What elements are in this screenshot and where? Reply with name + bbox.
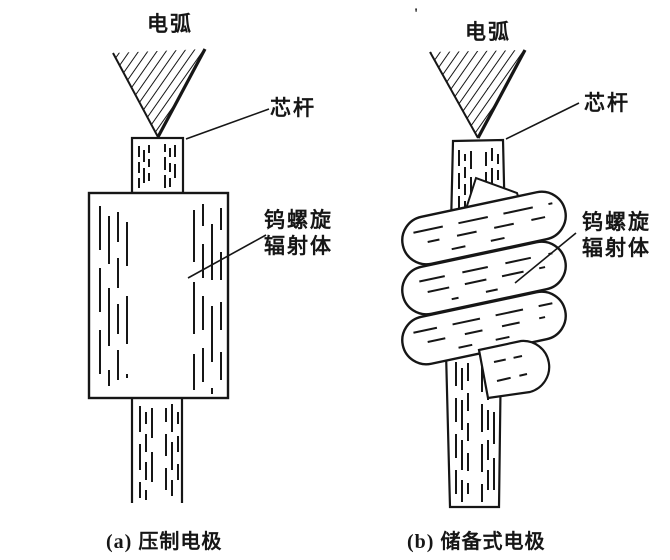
- caption-b: (b) 储备式电极: [407, 531, 546, 553]
- core-rod-leader-a: [185, 108, 270, 140]
- arc-right-edge-a: [156, 48, 207, 138]
- radiator-label-a-line2: 辐射体: [264, 234, 333, 258]
- radiator-leader-a: [187, 234, 267, 279]
- figure-a-drawing: [87, 48, 270, 503]
- arc-triangle-b: [430, 50, 525, 138]
- caption-a: (a) 压制电极: [106, 531, 223, 553]
- radiator-hatching-a: [99, 204, 222, 394]
- arc-right-edge-b: [476, 49, 527, 139]
- coil-end-b: [477, 339, 551, 400]
- arc-label-b: 电弧: [465, 20, 511, 44]
- radiator-label-a-line1: 钨螺旋: [264, 208, 333, 232]
- core-rod-label-b: 芯杆: [584, 91, 630, 115]
- arc-label-a: 电弧: [147, 12, 193, 36]
- stray-mark-b: ': [414, 6, 419, 22]
- arc-triangle-a: [113, 49, 205, 137]
- arc-left-edge-a: [112, 52, 159, 138]
- stem-hatching-a: [139, 404, 179, 500]
- core-rod-hatching-a: [138, 144, 176, 188]
- core-rod-leader-b: [505, 102, 580, 140]
- radiator-label-b-line2: 辐射体: [582, 236, 651, 260]
- figure-b-drawing: [401, 49, 580, 509]
- radiator-leader-b: [514, 232, 577, 284]
- arc-left-edge-b: [429, 51, 479, 139]
- radiator-label-b-line1: 钨螺旋: [582, 210, 651, 234]
- core-rod-label-a: 芯杆: [270, 96, 316, 120]
- radiator-body-a: [87, 191, 230, 400]
- stem-rod-a: [130, 398, 184, 503]
